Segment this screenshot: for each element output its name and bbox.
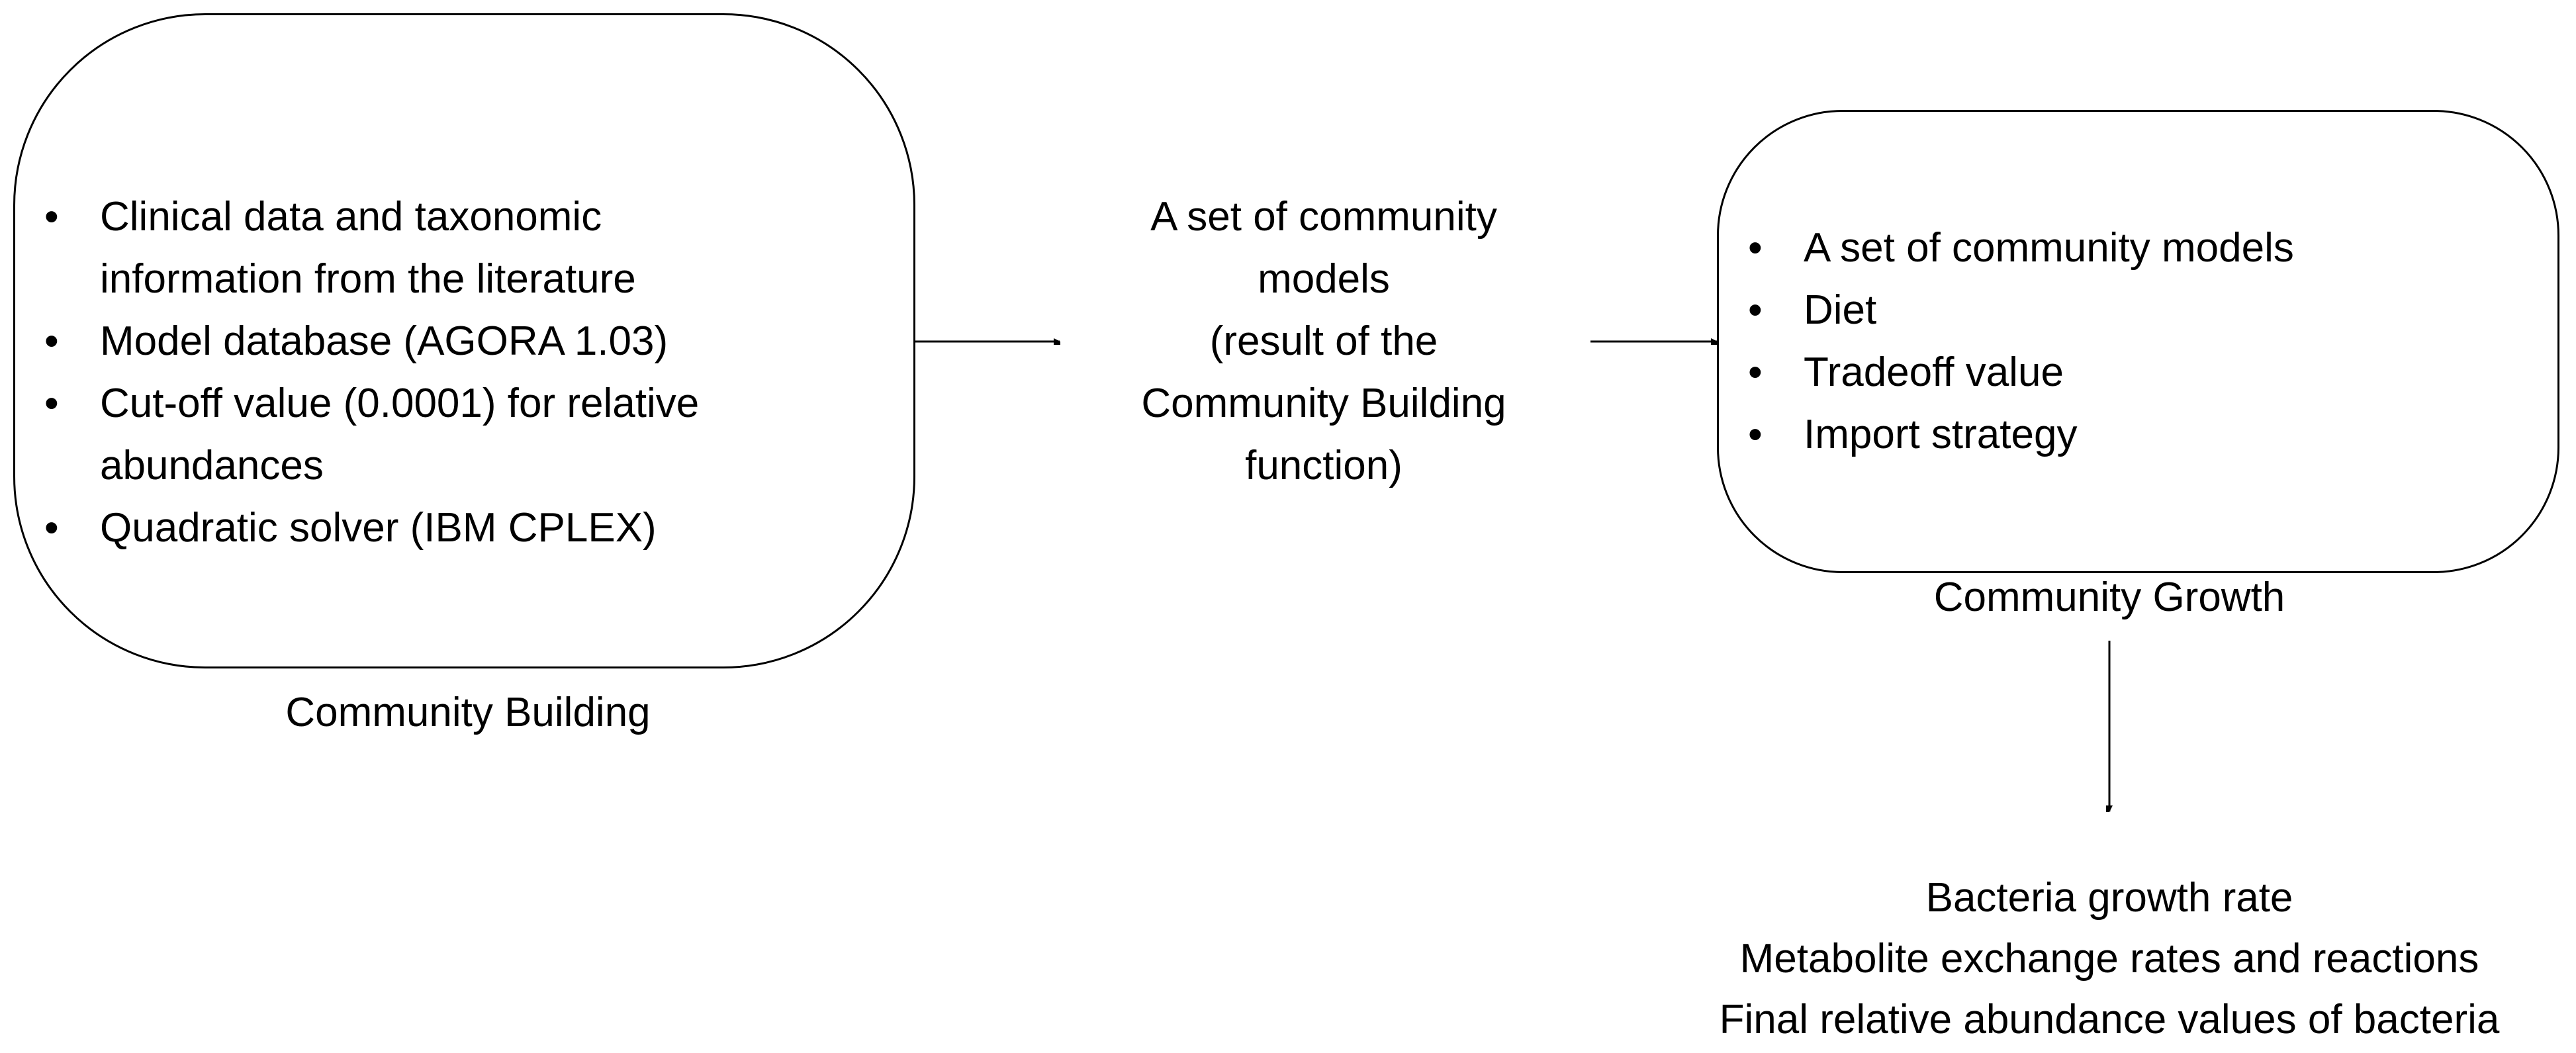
- list-item: • Quadratic solver (IBM CPLEX): [44, 497, 699, 559]
- bullet-icon: •: [1748, 349, 1763, 395]
- list-item: • Cut-off value (0.0001) for relative abun…: [44, 373, 700, 497]
- bullet-icon: •: [1748, 412, 1763, 457]
- input-text: Model database (AGORA 1.03): [100, 318, 668, 364]
- input-text: Cut-off value (0.0001) for relative: [100, 381, 700, 426]
- input-text: Clinical data and taxonomic: [100, 194, 602, 240]
- output-line: Final relative abundance values of bacte…: [1719, 997, 2500, 1042]
- list-item: • Clinical data and taxonomic information …: [44, 186, 699, 310]
- input-text: abundances: [100, 443, 324, 488]
- community-building-box: [13, 13, 915, 668]
- input-text: Tradeoff value: [1804, 349, 2064, 395]
- bullet-icon: •: [44, 381, 59, 426]
- community-building-label: Community Building: [285, 690, 651, 735]
- intermediate-line: A set of community: [1150, 194, 1497, 240]
- bullet-icon: •: [1748, 287, 1763, 333]
- bullet-icon: •: [44, 194, 59, 240]
- intermediate-line: function): [1245, 443, 1403, 488]
- list-item: • Diet: [1748, 279, 2294, 342]
- input-text: Import strategy: [1804, 412, 2078, 457]
- intermediate-line: models: [1258, 256, 1390, 302]
- list-item: • Model database (AGORA 1.03): [44, 310, 699, 373]
- input-text: Diet: [1804, 287, 1877, 333]
- community-growth-inputs: • A set of community models • Diet • Tradeo…: [1748, 217, 2294, 466]
- list-item: • Tradeoff value: [1748, 342, 2294, 404]
- bullet-icon: •: [1748, 225, 1763, 271]
- output-line: Metabolite exchange rates and reactions: [1739, 936, 2479, 982]
- community-growth-box: [1717, 110, 2559, 573]
- intermediate-line: Community Building: [1141, 381, 1506, 426]
- growth-outputs: Bacteria growth rate Metabolite exchange…: [1720, 868, 2500, 1050]
- input-text: A set of community models: [1804, 225, 2294, 271]
- bullet-icon: •: [44, 318, 59, 364]
- list-item: • A set of community models: [1748, 217, 2294, 279]
- bullet-icon: •: [44, 505, 59, 551]
- community-growth-label: Community Growth: [1933, 574, 2285, 620]
- input-text: information from the literature: [100, 256, 636, 302]
- intermediate-line: (result of the: [1209, 318, 1438, 364]
- output-line: Bacteria growth rate: [1925, 875, 2293, 921]
- community-building-inputs: • Clinical data and taxonomic information …: [44, 186, 700, 559]
- intermediate-result: A set of community models (result of the…: [1141, 186, 1506, 497]
- input-text: Quadratic solver (IBM CPLEX): [100, 505, 657, 551]
- list-item: • Import strategy: [1748, 404, 2294, 466]
